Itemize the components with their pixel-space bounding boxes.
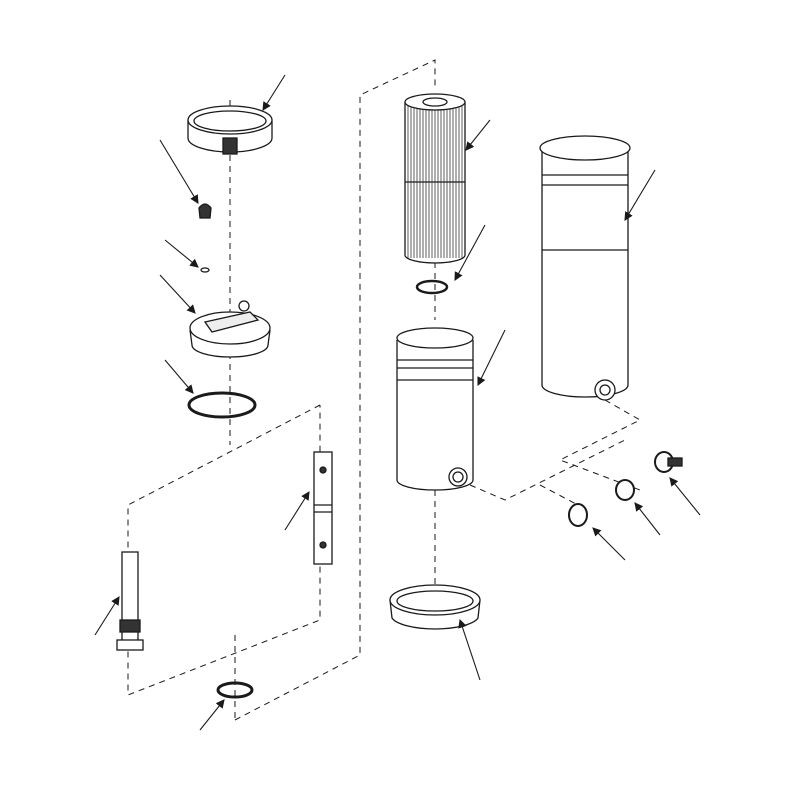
filter-cartridge (404, 93, 466, 264)
lid-o-ring (187, 391, 257, 419)
filter-lid (189, 300, 271, 358)
small-o-ring (200, 267, 210, 273)
air-relief-knob (198, 203, 212, 219)
top-lock-ring (187, 105, 273, 155)
union-fittings (568, 451, 683, 527)
callout-arrows (94, 74, 701, 731)
tube-washer (216, 681, 254, 699)
bottom-lock-ring (389, 584, 481, 630)
cartridge-washer (415, 279, 449, 295)
bottom-tube (116, 551, 144, 651)
center-tube (313, 451, 333, 565)
filter-housing (396, 327, 474, 491)
tall-filter-housing (539, 135, 631, 401)
